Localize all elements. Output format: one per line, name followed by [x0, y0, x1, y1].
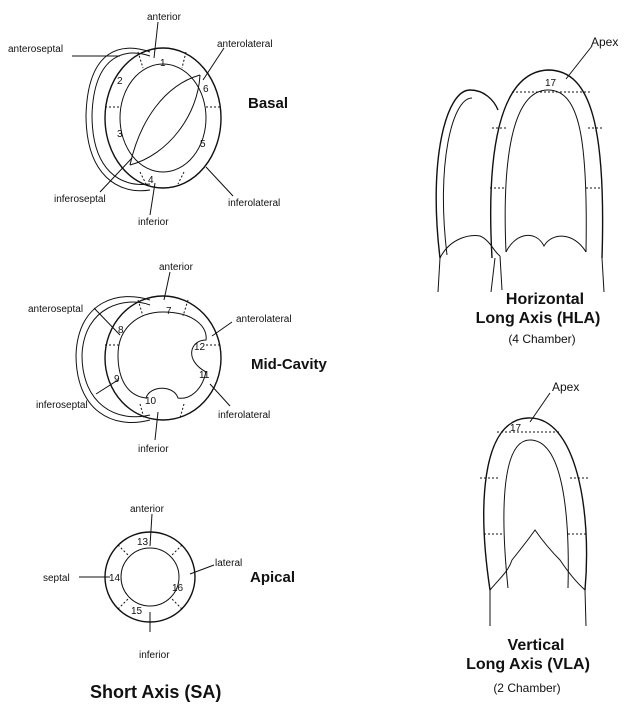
hla-view: Apex 17 Horizontal Long Axis (HLA) (4 Ch… [436, 35, 618, 346]
segment-9: 9 [114, 374, 120, 385]
basal-short-axis-view: anterior anterolateral anteroseptal infe… [8, 12, 288, 228]
segment-5: 5 [200, 139, 206, 150]
hla-segment-17: 17 [545, 78, 557, 89]
segment-7: 7 [166, 306, 172, 317]
segment-12: 12 [194, 342, 206, 353]
apical-anterior-label: anterior [130, 504, 165, 515]
vla-view: Apex 17 Vertical Long Axis (VLA) (2 Cham… [466, 380, 590, 695]
mid-anterior-label: anterior [159, 262, 194, 273]
segment-8: 8 [118, 325, 124, 336]
apical-short-axis-view: anterior septal lateral inferior 13 14 1… [43, 504, 295, 661]
segment-16: 16 [172, 583, 184, 594]
mid-inferolateral-label: inferolateral [218, 410, 270, 421]
segment-3: 3 [117, 129, 123, 140]
vla-segment-17: 17 [510, 423, 522, 434]
vla-subtitle: (2 Chamber) [493, 681, 560, 695]
hla-title-line2: Long Axis (HLA) [476, 310, 601, 327]
segment-10: 10 [145, 396, 157, 407]
basal-anterior-label: anterior [147, 12, 182, 23]
vla-title-line2: Long Axis (VLA) [466, 656, 590, 673]
mid-cavity-short-axis-view: anterior anterolateral anteroseptal infe… [28, 262, 328, 455]
hla-subtitle: (4 Chamber) [508, 332, 575, 346]
apical-inferior-label: inferior [139, 650, 170, 661]
vla-apex-label: Apex [552, 380, 579, 394]
basal-inferior-label: inferior [138, 217, 169, 228]
basal-inferolateral-label: inferolateral [228, 198, 280, 209]
apical-lateral-label: lateral [215, 558, 242, 569]
basal-inferoseptal-label: inferoseptal [54, 194, 106, 205]
segment-14: 14 [109, 573, 121, 584]
segment-15: 15 [131, 606, 143, 617]
mid-inferoseptal-label: inferoseptal [36, 400, 88, 411]
basal-anterolateral-label: anterolateral [217, 39, 273, 50]
apical-septal-label: septal [43, 573, 70, 584]
short-axis-title: Short Axis (SA) [90, 682, 221, 702]
segment-2: 2 [117, 76, 123, 87]
mid-anterolateral-label: anterolateral [236, 314, 292, 325]
segment-4: 4 [148, 175, 154, 186]
basal-anteroseptal-label: anteroseptal [8, 44, 63, 55]
hla-title-line1: Horizontal [506, 291, 584, 308]
segment-6: 6 [203, 84, 209, 95]
segment-13: 13 [137, 537, 149, 548]
apical-heading: Apical [250, 569, 295, 586]
mid-inferior-label: inferior [138, 444, 169, 455]
segment-11: 11 [199, 370, 210, 381]
hla-apex-label: Apex [591, 35, 618, 49]
basal-heading: Basal [248, 95, 288, 112]
segment-1: 1 [160, 58, 166, 69]
vla-title-line1: Vertical [508, 637, 565, 654]
mid-cavity-heading: Mid-Cavity [251, 356, 328, 373]
mid-anteroseptal-label: anteroseptal [28, 304, 83, 315]
